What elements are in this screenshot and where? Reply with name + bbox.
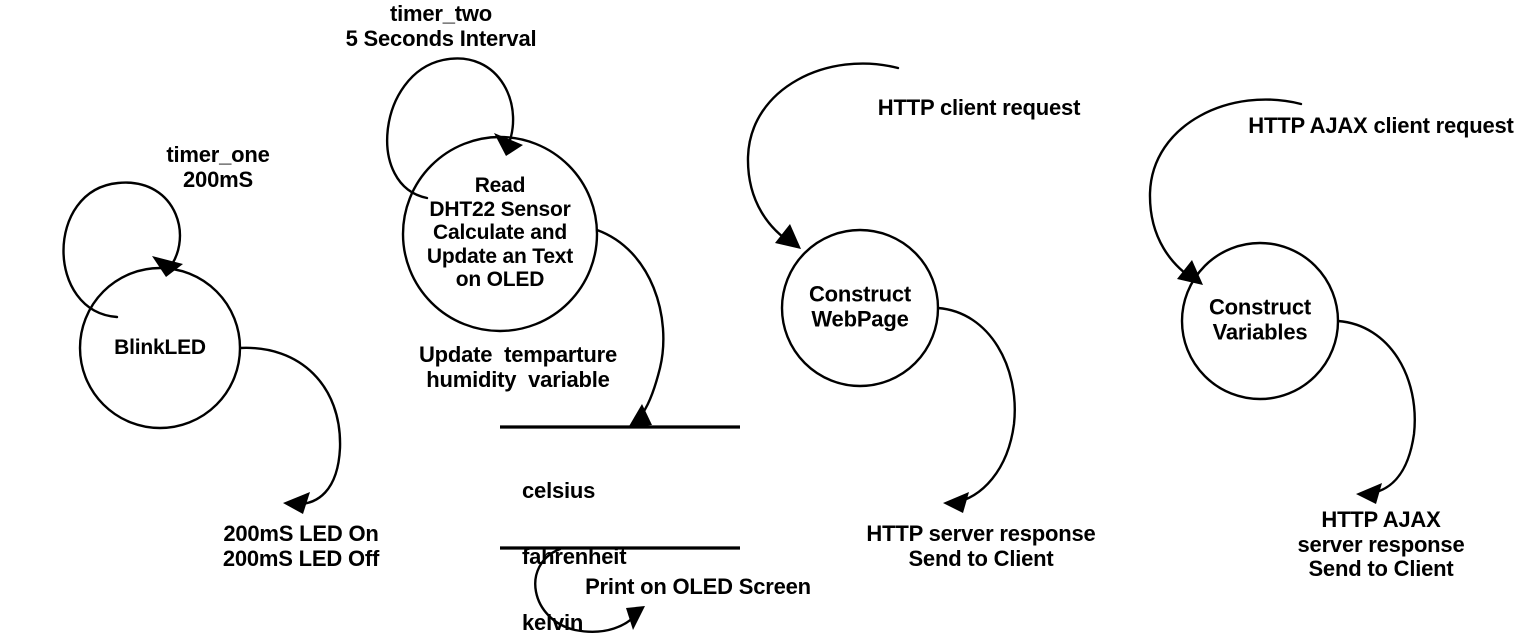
- node-circle-read-dht22: [401, 135, 599, 333]
- arrowhead-http-ajax-response: [1356, 483, 1382, 504]
- label-http-server-response: HTTP server response Send to Client: [866, 521, 1096, 571]
- edge-variables-to-ajax-response: [1336, 319, 1416, 504]
- variable-item-fahrenheit: fahrenheit: [522, 544, 627, 569]
- edge-http-request-to-webpage: [746, 62, 900, 249]
- edge-dht22-to-variables-box: [595, 228, 665, 428]
- node-label-construct-variables: Construct Variables: [1208, 294, 1312, 344]
- arrowhead-variables-box: [628, 404, 652, 428]
- node-label-blink-led: BlinkLED: [114, 336, 206, 360]
- edge-timer-one-self-loop: [62, 181, 183, 319]
- edge-webpage-to-http-response: [936, 306, 1016, 513]
- label-http-ajax-client-request: HTTP AJAX client request: [1248, 113, 1514, 138]
- node-label-read-dht22: Read DHT22 Sensor Calculate and Update a…: [426, 174, 574, 292]
- arrowhead-print-oled: [626, 606, 645, 630]
- node-label-construct-webpage: Construct WebPage: [808, 281, 912, 331]
- label-print-on-oled: Print on OLED Screen: [585, 574, 811, 599]
- label-timer-one-trigger: timer_one 200mS: [166, 142, 270, 192]
- arrowhead-construct-variables: [1177, 260, 1203, 285]
- edge-ajax-request-to-variables: [1148, 98, 1303, 285]
- variable-item-celsius: celsius: [522, 478, 596, 503]
- edge-blinkled-to-led-output: [238, 346, 342, 514]
- variables-box-list: celsius fahrenheit kelvin rankine humidi…: [522, 436, 627, 635]
- label-timer-two-trigger: timer_two 5 Seconds Interval: [345, 1, 537, 51]
- edge-timer-two-self-loop: [385, 57, 523, 200]
- arrowhead-construct-webpage: [775, 224, 801, 249]
- label-update-variable: Update temparture humidity variable: [418, 342, 618, 392]
- label-http-client-request: HTTP client request: [877, 95, 1081, 120]
- edge-variables-box-to-oled: [534, 547, 645, 633]
- arrowhead-led-output: [283, 492, 310, 514]
- variable-item-kelvin: kelvin: [522, 610, 584, 635]
- label-http-ajax-server-response: HTTP AJAX server response Send to Client: [1297, 507, 1465, 582]
- arrowhead-timer-two: [494, 133, 523, 156]
- label-led-output: 200mS LED On 200mS LED Off: [222, 521, 380, 571]
- arrowhead-timer-one: [152, 256, 183, 277]
- arrowhead-http-response: [943, 492, 969, 513]
